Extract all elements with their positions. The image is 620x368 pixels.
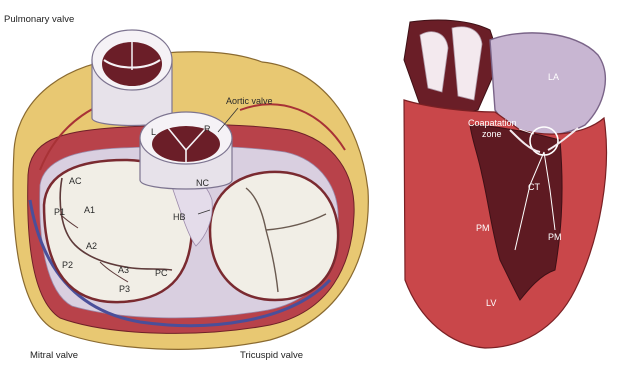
mitral-label-p1: P1 [54, 207, 65, 217]
mitral-label-a1: A1 [84, 205, 95, 215]
caption-pulmonary-valve: Pulmonary valve [4, 14, 74, 25]
label-la: LA [548, 72, 559, 82]
label-lv: LV [486, 298, 496, 308]
outflow-tissue [404, 20, 500, 112]
caption-tricuspid-valve: Tricuspid valve [240, 350, 303, 361]
label-pm-left: PM [476, 223, 490, 233]
label-coaptation-line2: zone [482, 129, 502, 139]
mitral-label-a2: A2 [86, 241, 97, 251]
label-his-bundle: HB [173, 212, 186, 222]
label-ct: CT [528, 182, 540, 192]
mitral-label-p2: P2 [62, 260, 73, 270]
tricuspid-valve-annulus [210, 172, 338, 300]
aortic-valve [140, 112, 232, 189]
pulmonary-valve [92, 30, 172, 126]
label-left-coronary-cusp: L [151, 127, 156, 137]
mitral-label-a3: A3 [118, 265, 129, 275]
mitral-label-ac: AC [69, 176, 82, 186]
label-right-coronary-cusp: R [204, 124, 211, 134]
caption-aortic-valve: Aortic valve [226, 96, 273, 106]
caption-mitral-valve: Mitral valve [30, 350, 78, 361]
label-pm-right: PM [548, 232, 562, 242]
label-coaptation-line1: Coapatation [468, 118, 517, 128]
mitral-label-p3: P3 [119, 284, 130, 294]
long-axis-heart-view: LA Coapatation zone CT PM PM LV [404, 20, 606, 348]
valve-plane-view: L R NC HB AC P1 A1 A2 P2 A3 PC P3 Pulmon… [4, 14, 368, 361]
mitral-label-pc: PC [155, 268, 168, 278]
label-noncoronary-cusp: NC [196, 178, 209, 188]
